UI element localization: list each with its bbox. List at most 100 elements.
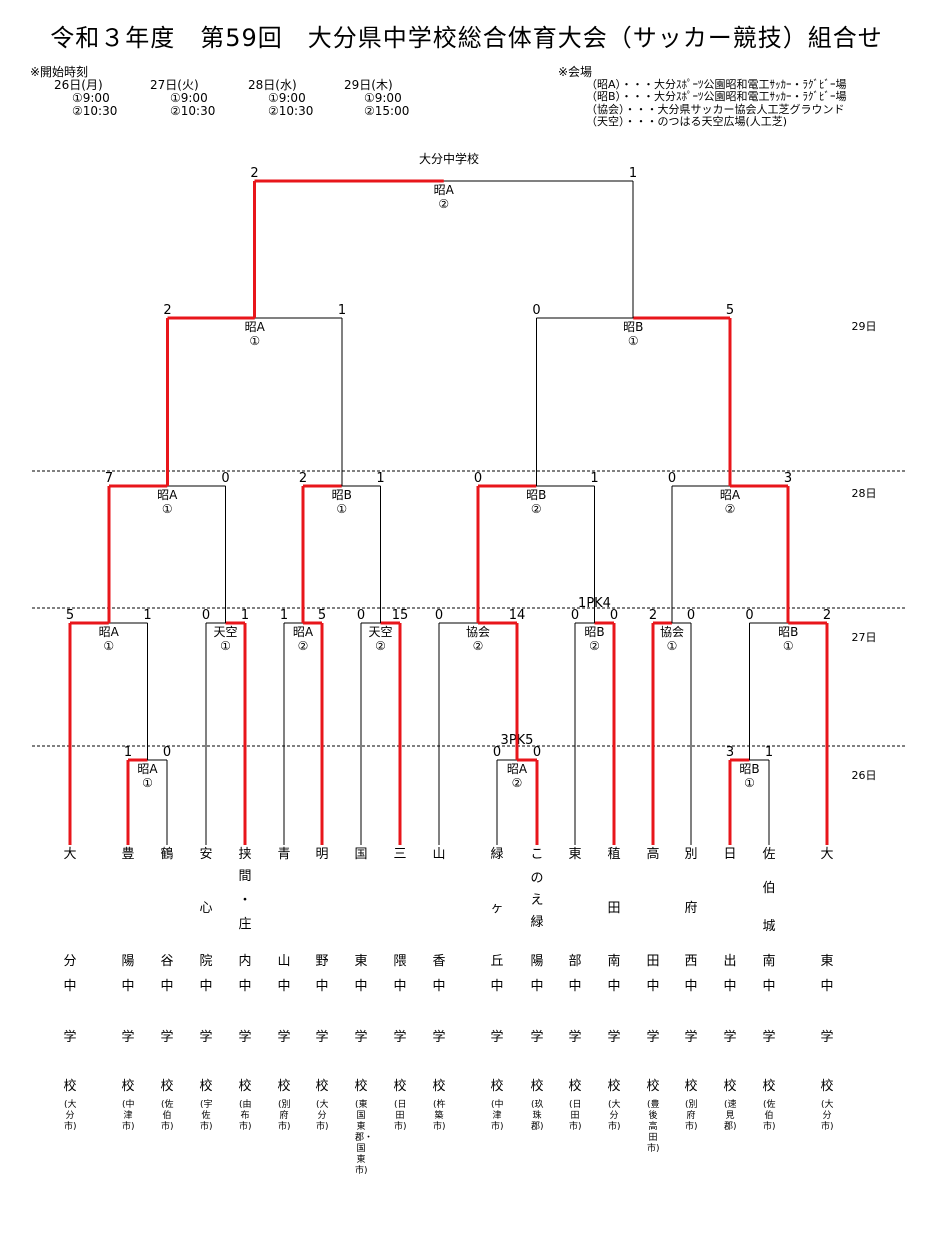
school-name-bottom: 田 (646, 954, 660, 969)
school-suffix: 校 (490, 1079, 504, 1094)
school-suffix: 校 (646, 1079, 660, 1094)
school-city: (大分市) (608, 1100, 621, 1132)
venue-label: 昭B (332, 488, 352, 502)
schedule-time: ②10:30 (268, 104, 314, 118)
day-label: 28日 (852, 487, 877, 500)
school-name-bottom: 東 (354, 954, 368, 969)
school-name-bottom: 院 (199, 954, 213, 969)
school-name-mid: え (530, 893, 544, 908)
score-left: 7 (105, 471, 113, 486)
slot-label: ① (744, 776, 755, 790)
school-suffix: 学 (723, 1030, 737, 1045)
schedule-day: 27日(火) ①9:00 ②10:30 (150, 79, 260, 118)
schedule-time: ①9:00 (364, 91, 402, 105)
school-suffix: 中 (393, 979, 407, 994)
score-right: 1 (143, 608, 151, 623)
slot-label: ② (531, 502, 542, 516)
score-left: 0 (474, 471, 482, 486)
school-entry: 大東中学校(大分市) (815, 0, 839, 1252)
school-suffix: 校 (393, 1079, 407, 1094)
schedule-time: ②10:30 (72, 104, 118, 118)
school-name-top: 三 (393, 847, 407, 862)
score-left: 0 (745, 608, 753, 623)
venue-label: 昭B (778, 625, 798, 639)
schedule-date: 29日(木) (344, 78, 393, 92)
school-name-top: 豊 (121, 847, 135, 862)
school-city: (日田市) (394, 1100, 407, 1132)
venue-label: 昭A (434, 183, 455, 197)
school-suffix: 学 (277, 1030, 291, 1045)
venue-label: 昭A (293, 625, 314, 639)
school-entry: 三隈中学校(日田市) (388, 0, 412, 1252)
school-city: (別府市) (278, 1100, 291, 1132)
schedule-day: 29日(木) ①9:00 ②15:00 (344, 79, 454, 118)
venue-label: 昭B (526, 488, 546, 502)
school-suffix: 校 (530, 1079, 544, 1094)
school-city: (大分市) (821, 1100, 834, 1132)
school-city: (杵築市) (433, 1100, 446, 1132)
school-suffix: 学 (607, 1030, 621, 1045)
school-city: (玖珠郡) (531, 1100, 544, 1132)
school-name-top: 高 (646, 847, 660, 862)
school-name-bottom: 内 (238, 954, 252, 969)
schedule-date: 27日(火) (150, 78, 199, 92)
score-left: 0 (435, 608, 443, 623)
school-suffix: 校 (315, 1079, 329, 1094)
school-name-bottom: 南 (607, 954, 621, 969)
schedule-time: ②15:00 (364, 104, 410, 118)
school-name-top: こ (530, 847, 544, 862)
score-left: 0 (357, 608, 365, 623)
score-left: 0 (532, 303, 540, 318)
venue-label: 協会 (660, 624, 684, 639)
school-name-top: 大 (63, 847, 77, 862)
schedule-day: 28日(水) ①9:00 ②10:30 (248, 79, 358, 118)
slot-label: ② (438, 197, 449, 211)
school-suffix: 学 (568, 1030, 582, 1045)
school-suffix: 校 (160, 1079, 174, 1094)
school-suffix: 学 (238, 1030, 252, 1045)
school-suffix: 学 (393, 1030, 407, 1045)
score-right: 5 (726, 303, 734, 318)
score-left: 1 (124, 745, 132, 760)
school-city: (大分市) (316, 1100, 329, 1132)
school-suffix: 中 (723, 979, 737, 994)
score-right: 1 (241, 608, 249, 623)
school-entry: 挟間・庄内中学校(由布市) (233, 0, 257, 1252)
school-suffix: 中 (762, 979, 776, 994)
score-right: 0 (610, 608, 618, 623)
school-entry: 高田中学校(豊後高田市) (641, 0, 665, 1252)
school-name-bottom: 山 (277, 954, 291, 969)
school-city: (大分市) (64, 1100, 77, 1132)
score-right: 15 (392, 608, 409, 623)
school-suffix: 学 (315, 1030, 329, 1045)
school-entry: 山香中学校(杵築市) (427, 0, 451, 1252)
school-suffix: 校 (238, 1079, 252, 1094)
school-name-bottom: 谷 (160, 954, 174, 969)
school-entry: 大分中学校(大分市) (58, 0, 82, 1252)
school-suffix: 中 (160, 979, 174, 994)
score-right: 0 (687, 608, 695, 623)
school-city: (別府市) (685, 1100, 698, 1132)
school-name-top: 安 (199, 847, 213, 862)
school-city: (東国東郡・国東市) (355, 1100, 374, 1176)
slot-label: ① (162, 502, 173, 516)
venue-label: 昭A (245, 320, 266, 334)
score-right: 2 (823, 608, 831, 623)
school-name-bottom: 出 (723, 954, 737, 969)
school-name-bottom: 西 (684, 954, 698, 969)
school-name-mid: 間 (238, 869, 252, 884)
school-name-top: 挟 (238, 847, 252, 862)
school-city: (中津市) (491, 1100, 504, 1132)
score-left: 2 (299, 471, 307, 486)
venue-label: 昭A (157, 488, 178, 502)
venue-label: 昭B (584, 625, 604, 639)
day-label: 27日 (852, 631, 877, 644)
venue-item: （協会）・・・大分県サッカー協会人工芝グラウンド (586, 102, 845, 116)
slot-label: ① (783, 639, 794, 653)
school-name-bottom: 東 (820, 954, 834, 969)
school-name-bottom: 丘 (490, 954, 504, 969)
school-entry: 青山中学校(別府市) (272, 0, 296, 1252)
schedule-day: 26日(月) ①9:00 ②10:30 (54, 79, 164, 118)
school-suffix: 校 (63, 1079, 77, 1094)
venue-label: 昭A (507, 762, 528, 776)
